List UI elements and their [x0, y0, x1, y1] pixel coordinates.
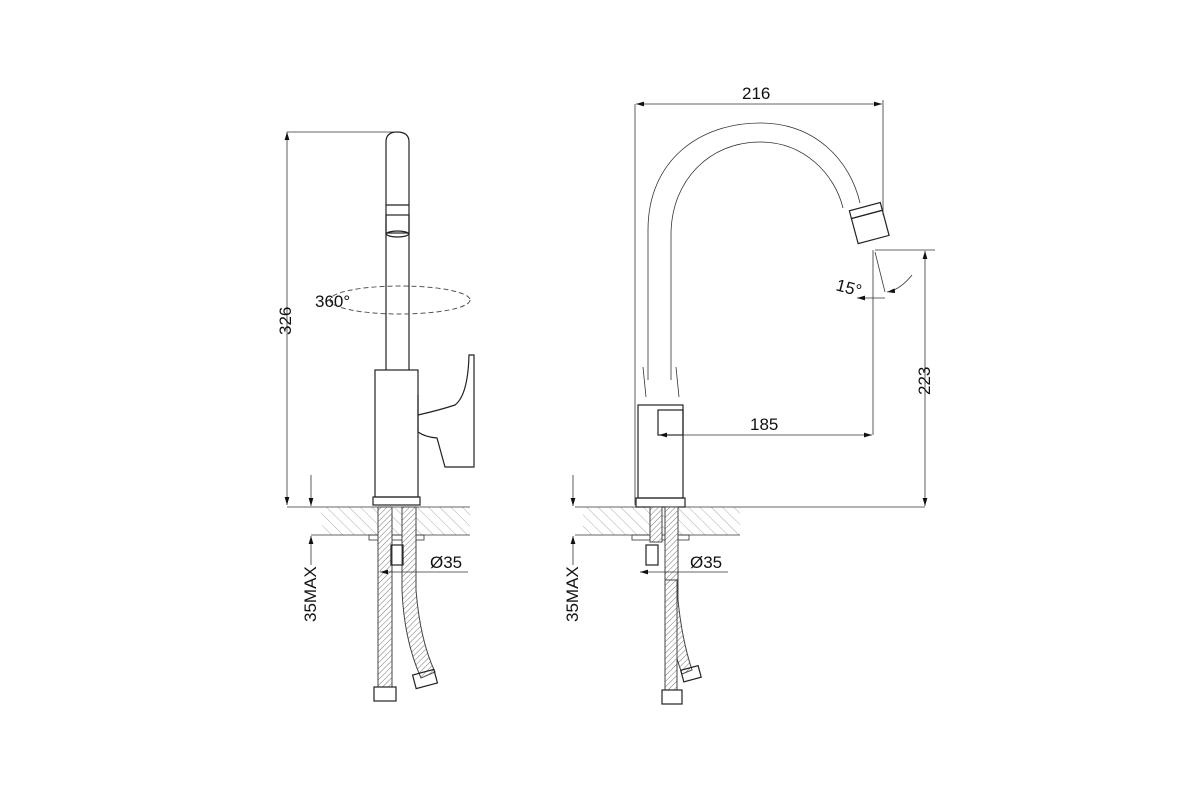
rotation-ellipse [329, 285, 471, 315]
hole-diameter-label: Ø35 [430, 553, 462, 572]
mount-max-label: 35MAX [563, 566, 582, 622]
hole-dimension: Ø35 [640, 553, 728, 575]
spout-angle: 15° [834, 249, 935, 435]
angle-label: 15° [834, 276, 864, 301]
countertop-section [575, 506, 925, 536]
mount-dimension: 35MAX [563, 475, 582, 622]
width-dimension: 216 [634, 84, 884, 505]
spout [385, 131, 410, 370]
supply-hoses [645, 506, 702, 705]
hole-dimension: Ø35 [380, 553, 468, 575]
faucet-body [368, 369, 425, 541]
reach-dim-label: 185 [750, 415, 778, 434]
hole-diameter-label: Ø35 [690, 553, 722, 572]
reach-dimension: 185 [659, 415, 872, 438]
lever-handle [417, 354, 475, 468]
rotation-label: 360° [315, 292, 350, 311]
side-view: 360° 326 35MAX [276, 131, 475, 702]
gooseneck-spout [642, 122, 890, 398]
supply-hoses [373, 506, 439, 702]
spout-height-dimension: 223 [915, 251, 934, 506]
mount-max-label: 35MAX [301, 566, 320, 622]
height-dimension: 326 [276, 131, 397, 505]
height-dim-label: 326 [276, 307, 295, 335]
front-view: 216 15° 223 185 35MAX [563, 84, 935, 705]
width-dim-label: 216 [742, 84, 770, 103]
spout-height-label: 223 [915, 367, 934, 395]
mount-dimension: 35MAX [301, 475, 320, 622]
